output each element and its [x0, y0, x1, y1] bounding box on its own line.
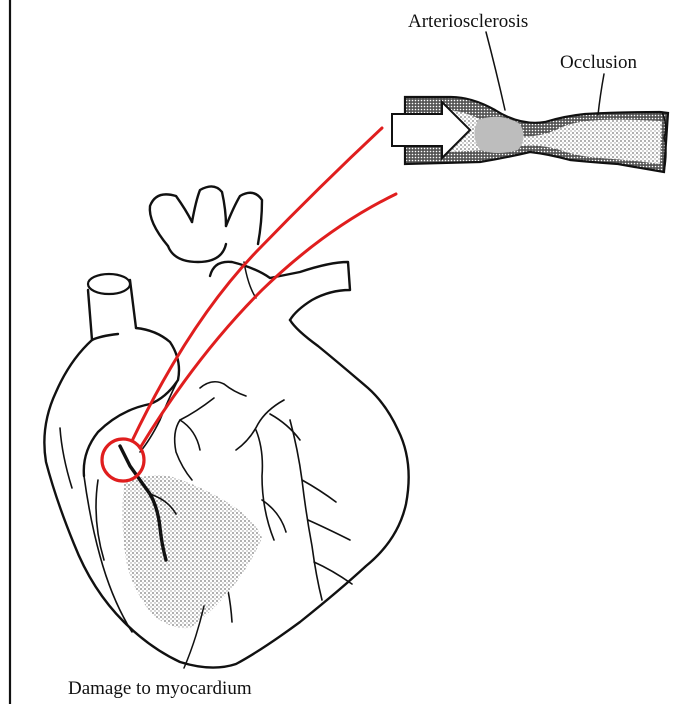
label-occlusion: Occlusion: [560, 52, 638, 73]
callout-line-lower: [140, 194, 396, 448]
coronary-branch-mid: [175, 398, 214, 480]
callout-line-upper: [132, 128, 382, 441]
coronary-circumflex: [256, 430, 274, 540]
coronary-descending: [290, 420, 322, 600]
coronary-branch-top: [200, 382, 246, 396]
coronary-twig-b: [270, 414, 300, 440]
coronary-twig-a: [180, 420, 200, 450]
vena-cava-opening: [88, 274, 130, 294]
aortic-branch-mid: [192, 186, 226, 226]
atrium-top-edge: [92, 334, 118, 340]
pulmonary-trunk: [210, 262, 350, 320]
vena-cava-left-edge: [88, 290, 92, 340]
heart-outline: [44, 320, 408, 668]
occlusion-pointer: [598, 74, 604, 115]
aortic-branch-left: [150, 194, 192, 246]
vena-cava-right-edge: [130, 280, 136, 328]
aortic-arch-base: [168, 244, 226, 262]
coronary-twig-e: [314, 562, 352, 584]
plaque-deposit: [474, 117, 523, 153]
arteriosclerosis-pointer: [486, 32, 505, 110]
coronary-twig-c: [302, 480, 336, 502]
heart-illustration: [44, 186, 408, 667]
coronary-twig-f: [262, 500, 286, 532]
coronary-right-edge: [60, 428, 72, 488]
aortic-branch-right: [226, 193, 262, 244]
myocardium-damage-area: [122, 475, 262, 628]
occlusion-highlight-circle: [102, 439, 144, 481]
label-arteriosclerosis: Arteriosclerosis: [408, 11, 528, 32]
label-damage-myocardium: Damage to myocardium: [68, 678, 252, 699]
right-atrium: [84, 328, 179, 476]
coronary-twig-d: [308, 520, 350, 540]
